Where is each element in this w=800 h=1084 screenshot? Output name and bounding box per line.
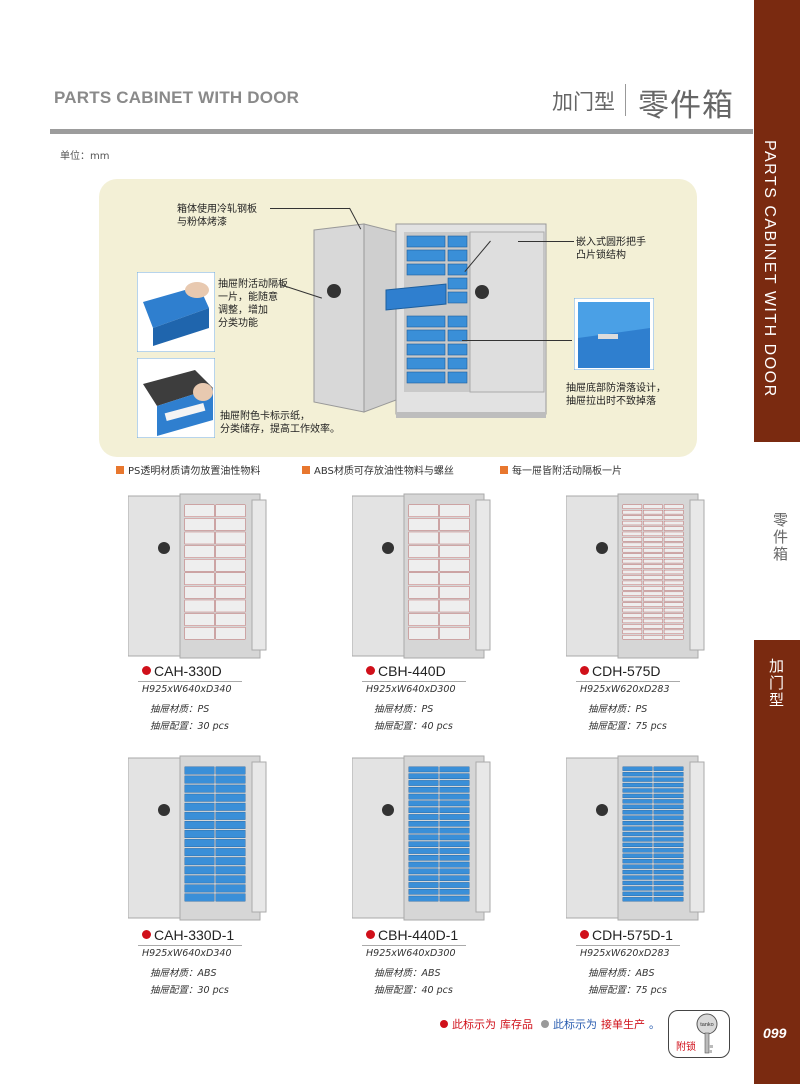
- product-config: 抽屉配置：40 pcs: [374, 985, 453, 996]
- spec-divider: [362, 681, 466, 682]
- spec-divider: [138, 945, 242, 946]
- product-dimensions: H925xW620xD283: [580, 684, 670, 695]
- title-divider: [625, 84, 626, 116]
- product-model: CDH-575D-1: [580, 927, 673, 943]
- product-dimensions: H925xW620xD283: [580, 948, 670, 959]
- page-number: 099: [763, 1025, 787, 1041]
- cabinet-image: [566, 493, 705, 659]
- product-config: 抽屉配置：30 pcs: [150, 721, 229, 732]
- cabinet-image: [128, 755, 267, 921]
- product-model: CAH-330D-1: [142, 927, 234, 943]
- cabinet-image: [352, 493, 491, 659]
- product-config: 抽屉配置：30 pcs: [150, 985, 229, 996]
- callout-line-1: [270, 208, 350, 209]
- stock-dot-icon: [366, 666, 375, 675]
- spec-divider: [576, 681, 680, 682]
- stock-dot-icon: [142, 666, 151, 675]
- drawer-label-photo: [137, 358, 215, 438]
- legend-item-divider: 每一屉皆附活动隔板一片: [500, 462, 622, 477]
- legend-square-icon: [302, 465, 310, 474]
- lock-label: 附锁: [676, 1042, 696, 1053]
- side-tab-bottom-label: 加门型: [767, 658, 785, 709]
- product-model: CBH-440D-1: [366, 927, 458, 943]
- cabinet-image: [566, 755, 705, 921]
- cabinet-image: [128, 493, 267, 659]
- product-dimensions: H925xW640xD340: [142, 684, 232, 695]
- product-material: 抽屉材质：PS: [588, 704, 648, 715]
- product-config: 抽屉配置：40 pcs: [374, 721, 453, 732]
- page-title-en: PARTS CABINET WITH DOOR: [54, 88, 300, 107]
- product-model: CBH-440D: [366, 663, 446, 679]
- product-model: CDH-575D: [580, 663, 660, 679]
- anti-fall-photo: [574, 298, 654, 370]
- product-material: 抽屉材质：ABS: [588, 968, 655, 979]
- callout-handle-lock: 嵌入式圆形把手 凸片锁结构: [576, 237, 646, 261]
- product-material: 抽屉材质：ABS: [374, 968, 441, 979]
- stock-dot-icon: [366, 930, 375, 939]
- red-dot-icon: [440, 1020, 448, 1028]
- stock-dot-icon: [580, 930, 589, 939]
- cabinet-image: [352, 755, 491, 921]
- order-note: 此标示为接单生产。: [541, 1016, 660, 1032]
- callout-line-4: [518, 241, 574, 242]
- product-material: 抽屉材质：ABS: [150, 968, 217, 979]
- callout-anti-fall: 抽屉底部防滑落设计， 抽屉拉出时不致掉落: [566, 383, 666, 407]
- page-title-cn: 零件箱: [638, 88, 734, 124]
- side-tab-middle-label: 零件箱: [771, 512, 789, 563]
- product-config: 抽屉配置：75 pcs: [588, 985, 667, 996]
- spec-divider: [576, 945, 680, 946]
- spec-divider: [138, 681, 242, 682]
- legend-square-icon: [116, 465, 124, 474]
- stock-dot-icon: [142, 930, 151, 939]
- product-model: CAH-330D: [142, 663, 222, 679]
- side-tab-top-label: PARTS CABINET WITH DOOR: [761, 140, 778, 398]
- key-icon: tanko: [696, 1013, 718, 1054]
- callout-label-card: 抽屉附色卡标示纸， 分类储存，提高工作效率。: [220, 411, 340, 435]
- product-dimensions: H925xW640xD300: [366, 948, 456, 959]
- key-logo: tanko: [700, 1022, 713, 1028]
- gray-dot-icon: [541, 1020, 549, 1028]
- product-config: 抽屉配置：75 pcs: [588, 721, 667, 732]
- callout-line-5: [462, 340, 572, 341]
- stock-dot-icon: [580, 666, 589, 675]
- legend-square-icon: [500, 465, 508, 474]
- legend-item-abs: ABS材质可存放油性物料与螺丝: [302, 462, 454, 477]
- side-tab-bottom: [754, 640, 800, 1084]
- product-dimensions: H925xW640xD300: [366, 684, 456, 695]
- unit-note: 单位：mm: [60, 151, 110, 162]
- callout-divider: 抽屉附活动隔板 一片，能随意 调整，增加 分类功能: [218, 279, 288, 329]
- lock-badge: [668, 1010, 730, 1058]
- side-tab-top: [754, 0, 800, 442]
- product-material: 抽屉材质：PS: [374, 704, 434, 715]
- header-rule: [50, 129, 753, 134]
- callout-body-material: 箱体使用冷轧钢板 与粉体烤漆: [177, 204, 257, 228]
- spec-divider: [362, 945, 466, 946]
- stock-note: 此标示为库存品: [440, 1016, 533, 1032]
- product-material: 抽屉材质：PS: [150, 704, 210, 715]
- drawer-divider-photo: [137, 272, 215, 352]
- main-cabinet-illustration: [313, 223, 547, 418]
- page-title-cn-small: 加门型: [552, 90, 615, 114]
- product-dimensions: H925xW640xD340: [142, 948, 232, 959]
- drawer-stack: [406, 235, 468, 384]
- legend-item-ps: PS透明材质请勿放置油性物料: [116, 462, 260, 477]
